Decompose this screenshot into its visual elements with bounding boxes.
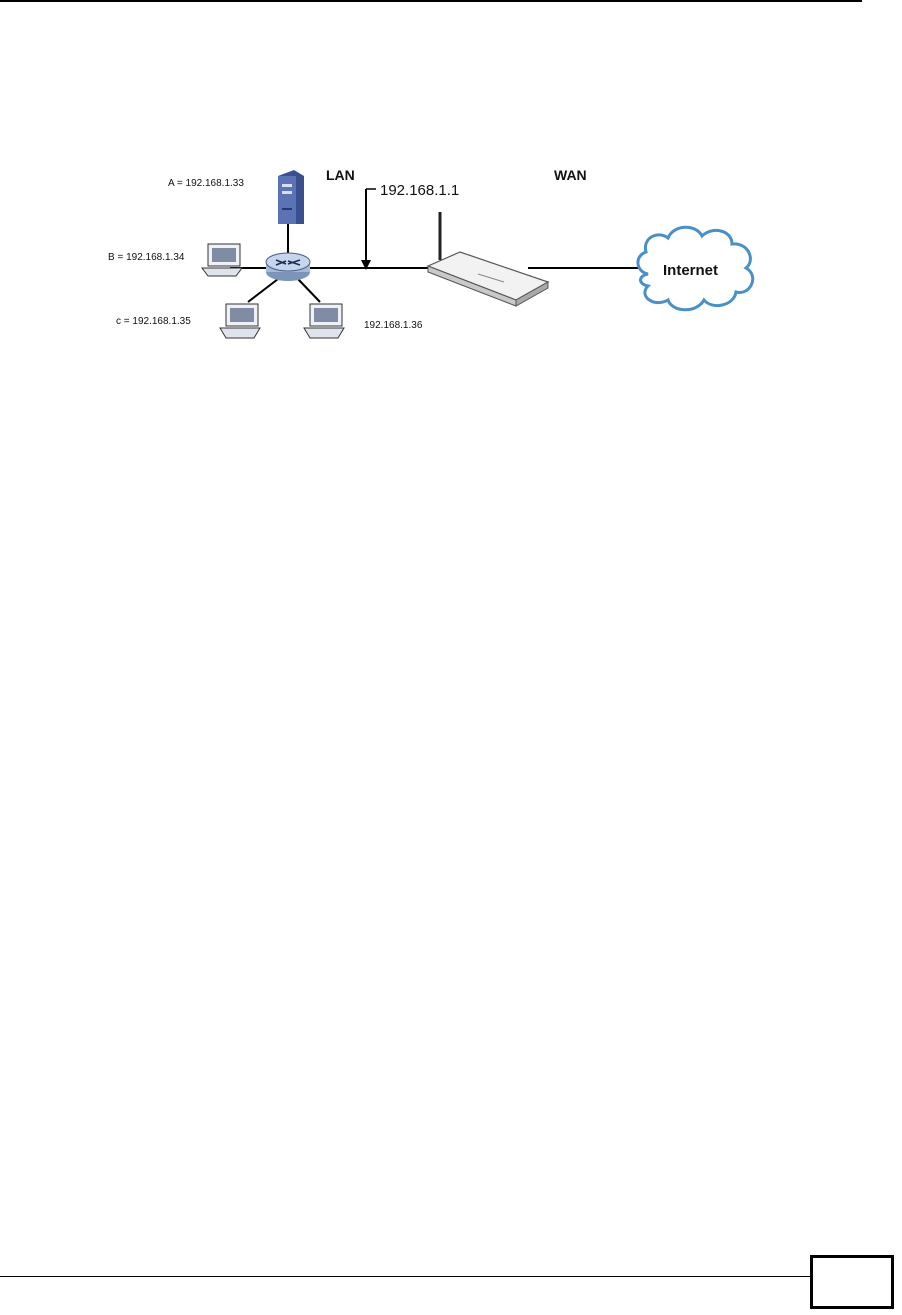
laptop-c-icon [220,304,260,338]
network-diagram: A = 192.168.1.33 B = 192.168.1.34 c = 19… [108,164,780,348]
wan-label: WAN [554,167,587,183]
host-d-label: 192.168.1.36 [364,320,423,331]
footer-rule [0,1276,810,1277]
router-icon [428,212,548,306]
laptop-d-to-switch-link [298,279,320,302]
laptop-c-to-switch-link [248,279,278,302]
internet-label: Internet [663,262,718,279]
lan-label: LAN [326,167,355,183]
host-b-label: B = 192.168.1.34 [108,252,185,263]
laptop-b-icon [202,244,242,276]
laptop-d-icon [304,304,344,338]
router-ip-label: 192.168.1.1 [380,182,459,199]
server-a-icon [278,170,304,224]
page-number-box [810,1255,894,1309]
host-a-label: A = 192.168.1.33 [168,178,244,189]
host-c-label: c = 192.168.1.35 [116,316,191,327]
header-rule [0,0,862,2]
switch-icon [266,253,310,281]
